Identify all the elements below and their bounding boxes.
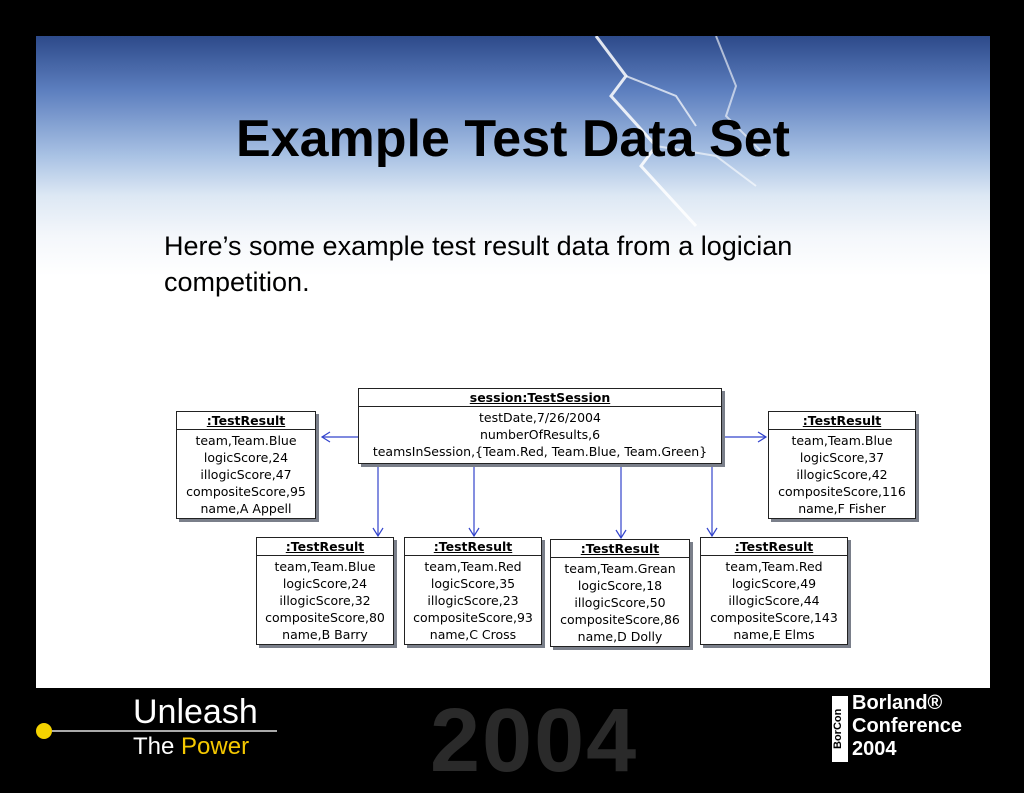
testresult-header: :TestResult bbox=[769, 412, 915, 430]
testresult-attr: name,F Fisher bbox=[798, 501, 886, 516]
footer-tagline-unleash: Unleash bbox=[133, 693, 258, 731]
testresult-attr: team,Team.Blue bbox=[791, 433, 893, 448]
testresult-attr: illogicScore,42 bbox=[796, 467, 888, 482]
connector-arrows bbox=[320, 431, 768, 540]
testresult-e-elms: :TestResult team,Team.Red logicScore,49 … bbox=[700, 537, 848, 645]
testresult-attr: compositeScore,93 bbox=[413, 610, 533, 625]
testresult-header: :TestResult bbox=[701, 538, 847, 556]
testresult-f-fisher: :TestResult team,Team.Blue logicScore,37… bbox=[768, 411, 916, 519]
testresult-header: :TestResult bbox=[257, 538, 393, 556]
testresult-attr: name,A Appell bbox=[200, 501, 292, 516]
borcon-logo-icon bbox=[832, 696, 848, 762]
session-attr-teams: teamsInSession,{Team.Red, Team.Blue, Tea… bbox=[372, 444, 708, 459]
testresult-attr: illogicScore,44 bbox=[728, 593, 820, 608]
testresult-attr: logicScore,24 bbox=[282, 576, 368, 591]
testresult-attr: name,C Cross bbox=[429, 627, 517, 642]
testresult-attr: team,Team.Red bbox=[725, 559, 823, 574]
testresult-attr: logicScore,35 bbox=[430, 576, 516, 591]
testresult-attr: compositeScore,86 bbox=[560, 612, 680, 627]
testresult-attr: illogicScore,23 bbox=[427, 593, 519, 608]
footer-banner bbox=[0, 688, 1024, 768]
testresult-c-cross: :TestResult team,Team.Red logicScore,35 … bbox=[404, 537, 542, 645]
testresult-attr: team,Team.Grean bbox=[564, 561, 676, 576]
testresult-attr: team,Team.Blue bbox=[195, 433, 297, 448]
testresult-attr: compositeScore,116 bbox=[778, 484, 906, 499]
footer-the: The bbox=[133, 733, 175, 760]
testresult-attr: illogicScore,50 bbox=[574, 595, 666, 610]
brand-line-3: 2004 bbox=[852, 738, 897, 760]
testresult-attr: logicScore,18 bbox=[577, 578, 663, 593]
testresult-attr: compositeScore,80 bbox=[265, 610, 385, 625]
testresult-attr: compositeScore,95 bbox=[186, 484, 306, 499]
testresult-d-dolly: :TestResult team,Team.Grean logicScore,1… bbox=[550, 539, 690, 647]
lightning-background-icon bbox=[594, 36, 767, 228]
slide-title: Example Test Data Set bbox=[236, 110, 790, 168]
footer-divider bbox=[52, 730, 277, 732]
testresult-attr: logicScore,49 bbox=[731, 576, 817, 591]
testresult-attr: illogicScore,47 bbox=[200, 467, 292, 482]
testresult-attr: team,Team.Red bbox=[424, 559, 522, 574]
footer-tagline-power: The Power bbox=[133, 733, 249, 761]
testresult-attr: name,E Elms bbox=[733, 627, 815, 642]
testresult-b-barry: :TestResult team,Team.Blue logicScore,24… bbox=[256, 537, 394, 645]
brand-line-2: Conference bbox=[852, 715, 963, 737]
session-header: session:TestSession bbox=[359, 389, 721, 407]
testresult-header: :TestResult bbox=[177, 412, 315, 430]
object-diagram: session:TestSession testDate,7/26/2004 n… bbox=[152, 368, 932, 658]
slide-canvas: Example Test Data Set Here’s some exampl… bbox=[36, 36, 990, 688]
footer-year-watermark: 2004 bbox=[430, 691, 639, 791]
session-attr-date: testDate,7/26/2004 bbox=[479, 410, 601, 425]
testresult-attr: name,D Dolly bbox=[577, 629, 663, 644]
borcon-logo-text: BorCon bbox=[832, 708, 844, 750]
testresult-attr: team,Team.Blue bbox=[274, 559, 376, 574]
testresult-a-appell: :TestResult team,Team.Blue logicScore,24… bbox=[176, 411, 316, 519]
footer-power: Power bbox=[181, 733, 250, 760]
brand-line-1: Borland® bbox=[852, 692, 943, 714]
testresult-attr: logicScore,24 bbox=[203, 450, 289, 465]
intro-text: Here’s some example test result data fro… bbox=[164, 231, 793, 297]
session-attr-count: numberOfResults,6 bbox=[479, 427, 601, 442]
testresult-header: :TestResult bbox=[551, 540, 689, 558]
testresult-attr: name,B Barry bbox=[282, 627, 368, 642]
session-object: session:TestSession testDate,7/26/2004 n… bbox=[358, 388, 722, 464]
testresult-header: :TestResult bbox=[405, 538, 541, 556]
testresult-attr: logicScore,37 bbox=[799, 450, 885, 465]
bullet-dot-icon bbox=[36, 723, 52, 739]
testresult-attr: illogicScore,32 bbox=[279, 593, 371, 608]
conference-brand: Borland® Conference 2004 bbox=[852, 692, 962, 761]
testresult-attr: compositeScore,143 bbox=[710, 610, 838, 625]
